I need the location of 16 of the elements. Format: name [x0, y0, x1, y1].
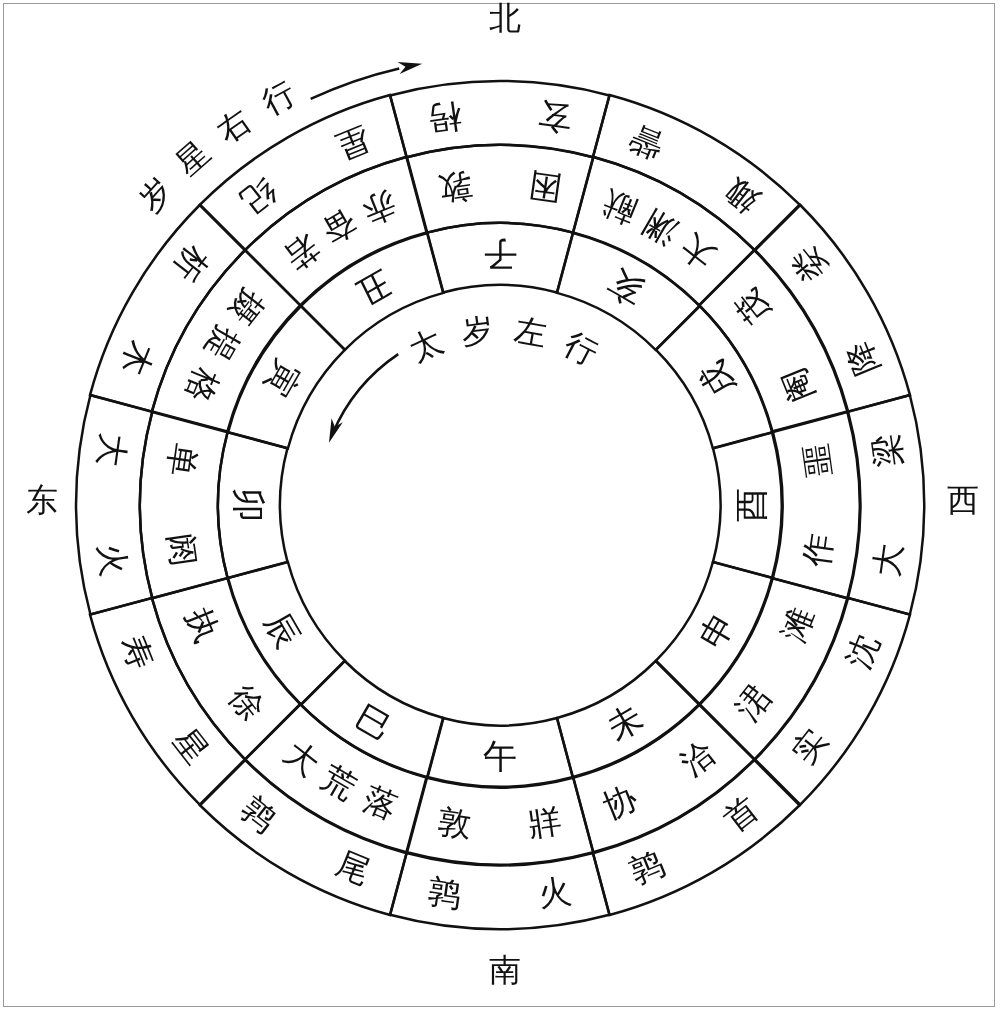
ring-cell: 作噩: [771, 410, 861, 600]
ring-cell: 玄枵: [389, 80, 611, 159]
direction-label: 北: [488, 0, 522, 38]
ring-cell: 困敦: [405, 144, 595, 234]
ring-cell: 大火: [75, 394, 154, 616]
direction-label: 南: [488, 950, 522, 990]
ring-cell: 敦牂: [405, 776, 595, 866]
ring-cell: 子: [426, 222, 574, 294]
ring-cell: 酉: [711, 431, 783, 579]
ring-cell: 卯: [217, 431, 289, 579]
ring-cell: 午: [426, 716, 574, 788]
ring-cell: 鹑火: [389, 851, 611, 930]
direction-label: 西: [946, 480, 980, 520]
ring-cell: 大梁: [846, 394, 925, 616]
ring-cell: 单阏: [139, 410, 229, 600]
direction-label: 东: [25, 480, 59, 520]
